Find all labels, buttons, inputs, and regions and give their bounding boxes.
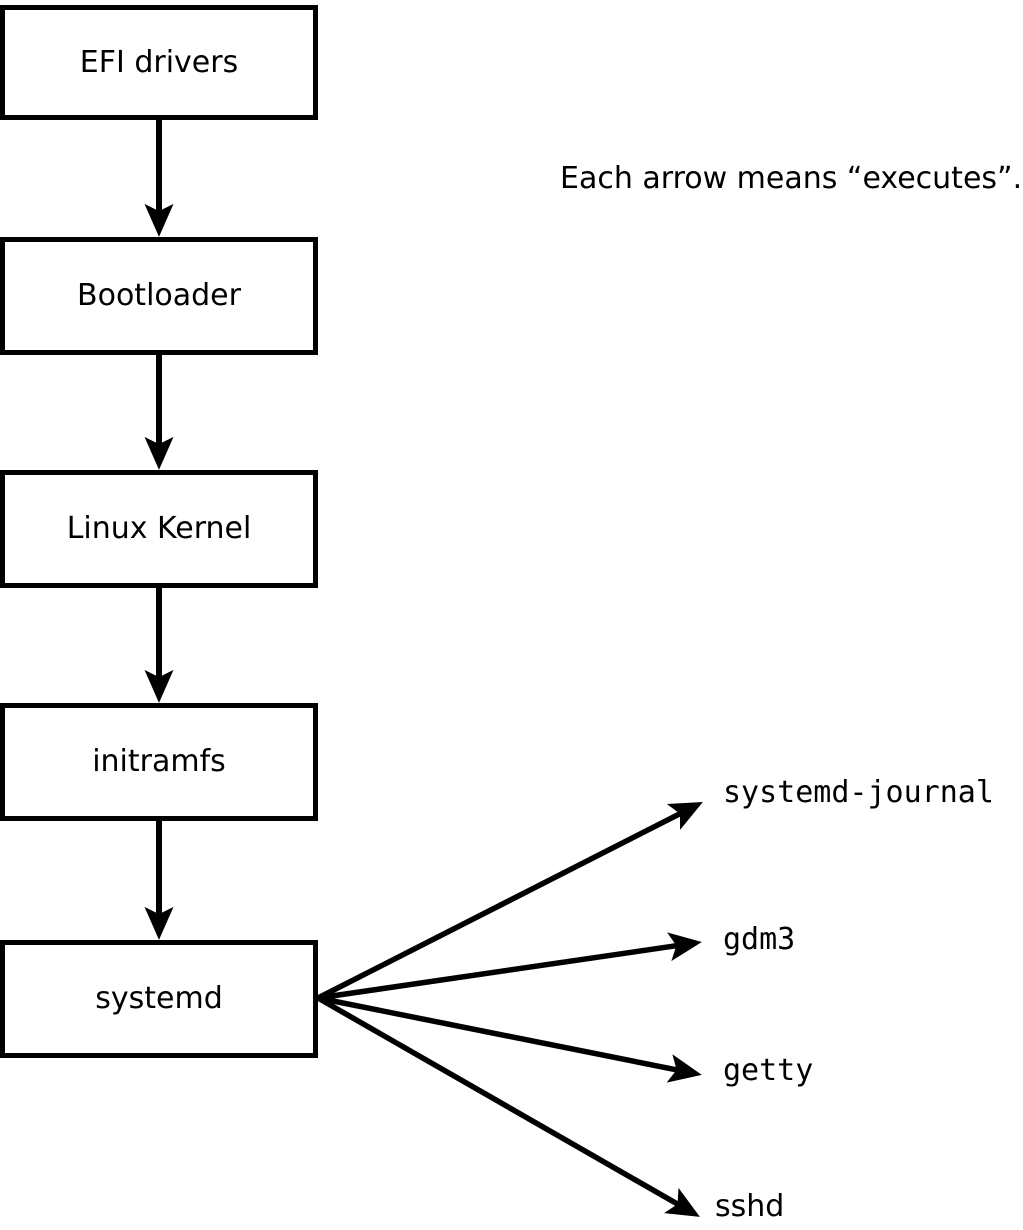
arrow-systemd-to-gdm3 bbox=[317, 932, 702, 1001]
node-linux-kernel: Linux Kernel bbox=[0, 470, 318, 588]
node-sshd-label: sshd bbox=[715, 1189, 785, 1224]
node-linux-kernel-label: Linux Kernel bbox=[66, 511, 252, 546]
node-initramfs-label: initramfs bbox=[92, 744, 226, 779]
node-systemd-journal-label: systemd-journal bbox=[723, 775, 994, 810]
node-systemd-label: systemd bbox=[95, 981, 223, 1016]
arrow-systemd-to-journal bbox=[316, 802, 703, 1001]
arrow-systemd-to-getty bbox=[317, 995, 702, 1083]
diagram-caption: Each arrow means “executes”. bbox=[560, 161, 1023, 196]
node-efi-drivers-label: EFI drivers bbox=[79, 44, 239, 80]
node-efi-drivers: EFI drivers bbox=[0, 5, 318, 120]
node-initramfs: initramfs bbox=[0, 703, 318, 821]
node-getty-label: getty bbox=[723, 1053, 814, 1088]
arrow-systemd-to-sshd bbox=[316, 995, 700, 1217]
node-systemd: systemd bbox=[0, 940, 318, 1058]
node-gdm3-label: gdm3 bbox=[723, 922, 796, 957]
node-bootloader-label: Bootloader bbox=[77, 278, 241, 313]
node-bootloader: Bootloader bbox=[0, 237, 318, 355]
